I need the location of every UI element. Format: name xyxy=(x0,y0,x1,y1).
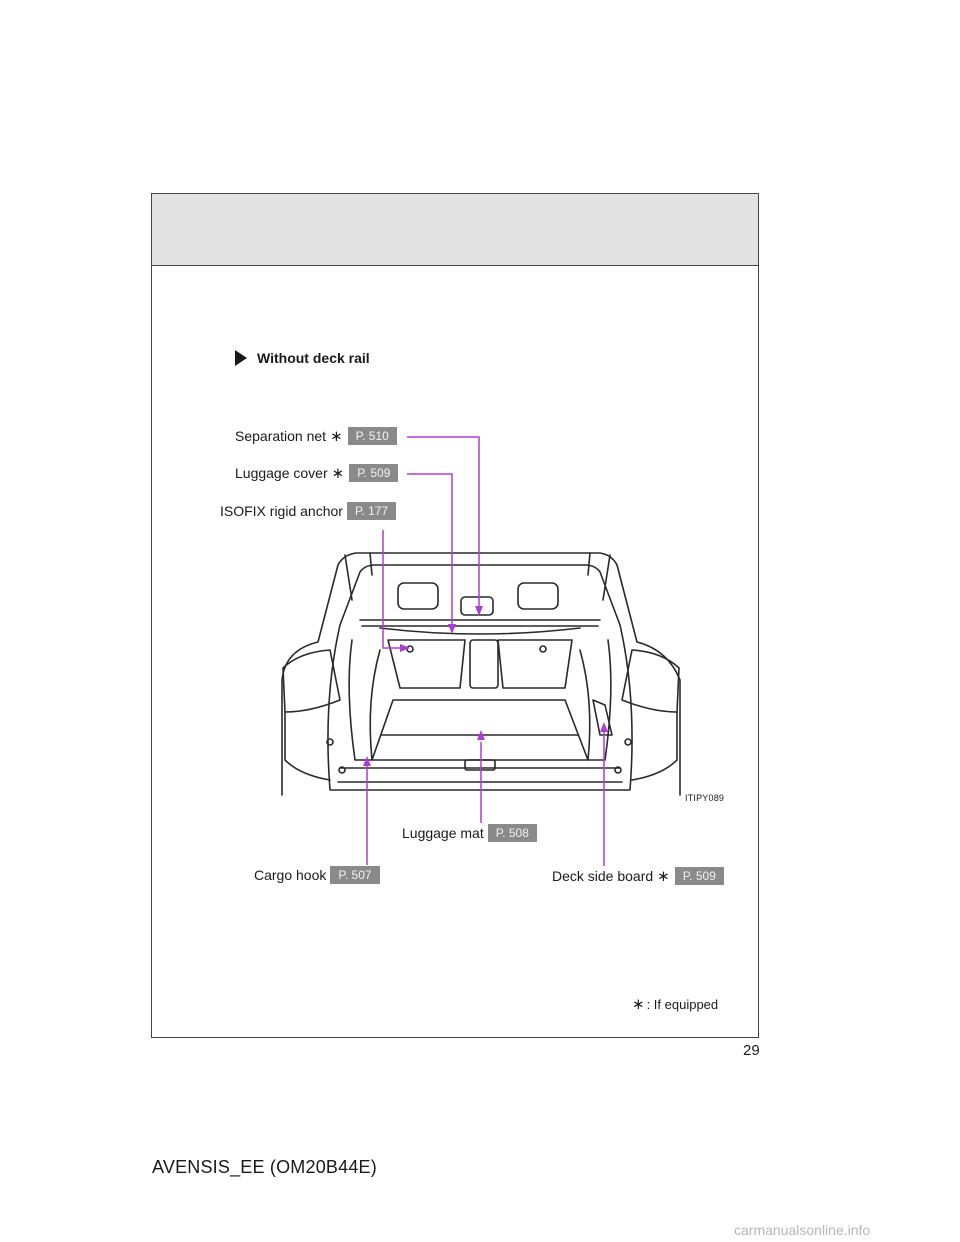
page-ref-badge[interactable]: P. 509 xyxy=(349,464,399,482)
callout-label: Luggage mat xyxy=(402,825,484,841)
asterisk-icon: ∗ xyxy=(632,996,645,1013)
watermark[interactable]: carmanualsonline.info xyxy=(734,1222,871,1238)
page-ref-badge[interactable]: P. 509 xyxy=(674,867,724,885)
footnote-text: : If equipped xyxy=(646,996,719,1012)
callout-luggage-cover[interactable]: Luggage cover ∗ P. 509 xyxy=(235,464,399,482)
callout-label: Luggage cover xyxy=(235,465,328,481)
asterisk-icon: ∗ xyxy=(657,868,670,885)
page-ref-badge[interactable]: P. 510 xyxy=(347,427,397,445)
asterisk-icon: ∗ xyxy=(331,465,345,482)
callout-label: ISOFIX rigid anchor xyxy=(220,503,343,519)
callout-cargo-hook[interactable]: Cargo hook P. 507 xyxy=(254,866,380,884)
image-code: ITIPY089 xyxy=(685,793,725,803)
page-ref-badge[interactable]: P. 507 xyxy=(330,866,380,884)
callout-isofix-anchor[interactable]: ISOFIX rigid anchor P. 177 xyxy=(220,502,397,520)
callout-label: Separation net xyxy=(235,428,327,444)
callout-label: Cargo hook xyxy=(254,867,327,883)
frame-header-band xyxy=(152,194,758,266)
asterisk-icon: ∗ xyxy=(330,428,343,445)
callout-luggage-mat[interactable]: Luggage mat P. 508 xyxy=(402,824,537,842)
callout-deck-side-board[interactable]: Deck side board ∗ P. 509 xyxy=(552,867,724,885)
model-code: AVENSIS_EE (OM20B44E) xyxy=(152,1157,377,1177)
page-frame xyxy=(151,193,759,1038)
footnote: ∗ : If equipped xyxy=(632,995,718,1013)
section-title: Without deck rail xyxy=(235,350,370,366)
page-ref-badge[interactable]: P. 508 xyxy=(487,824,537,842)
section-title-text: Without deck rail xyxy=(257,350,370,366)
page-ref-badge[interactable]: P. 177 xyxy=(346,502,397,520)
triangle-right-icon xyxy=(235,350,247,366)
callout-separation-net[interactable]: Separation net ∗ P. 510 xyxy=(235,427,397,445)
page-number: 29 xyxy=(743,1042,760,1059)
callout-label: Deck side board xyxy=(552,868,654,884)
